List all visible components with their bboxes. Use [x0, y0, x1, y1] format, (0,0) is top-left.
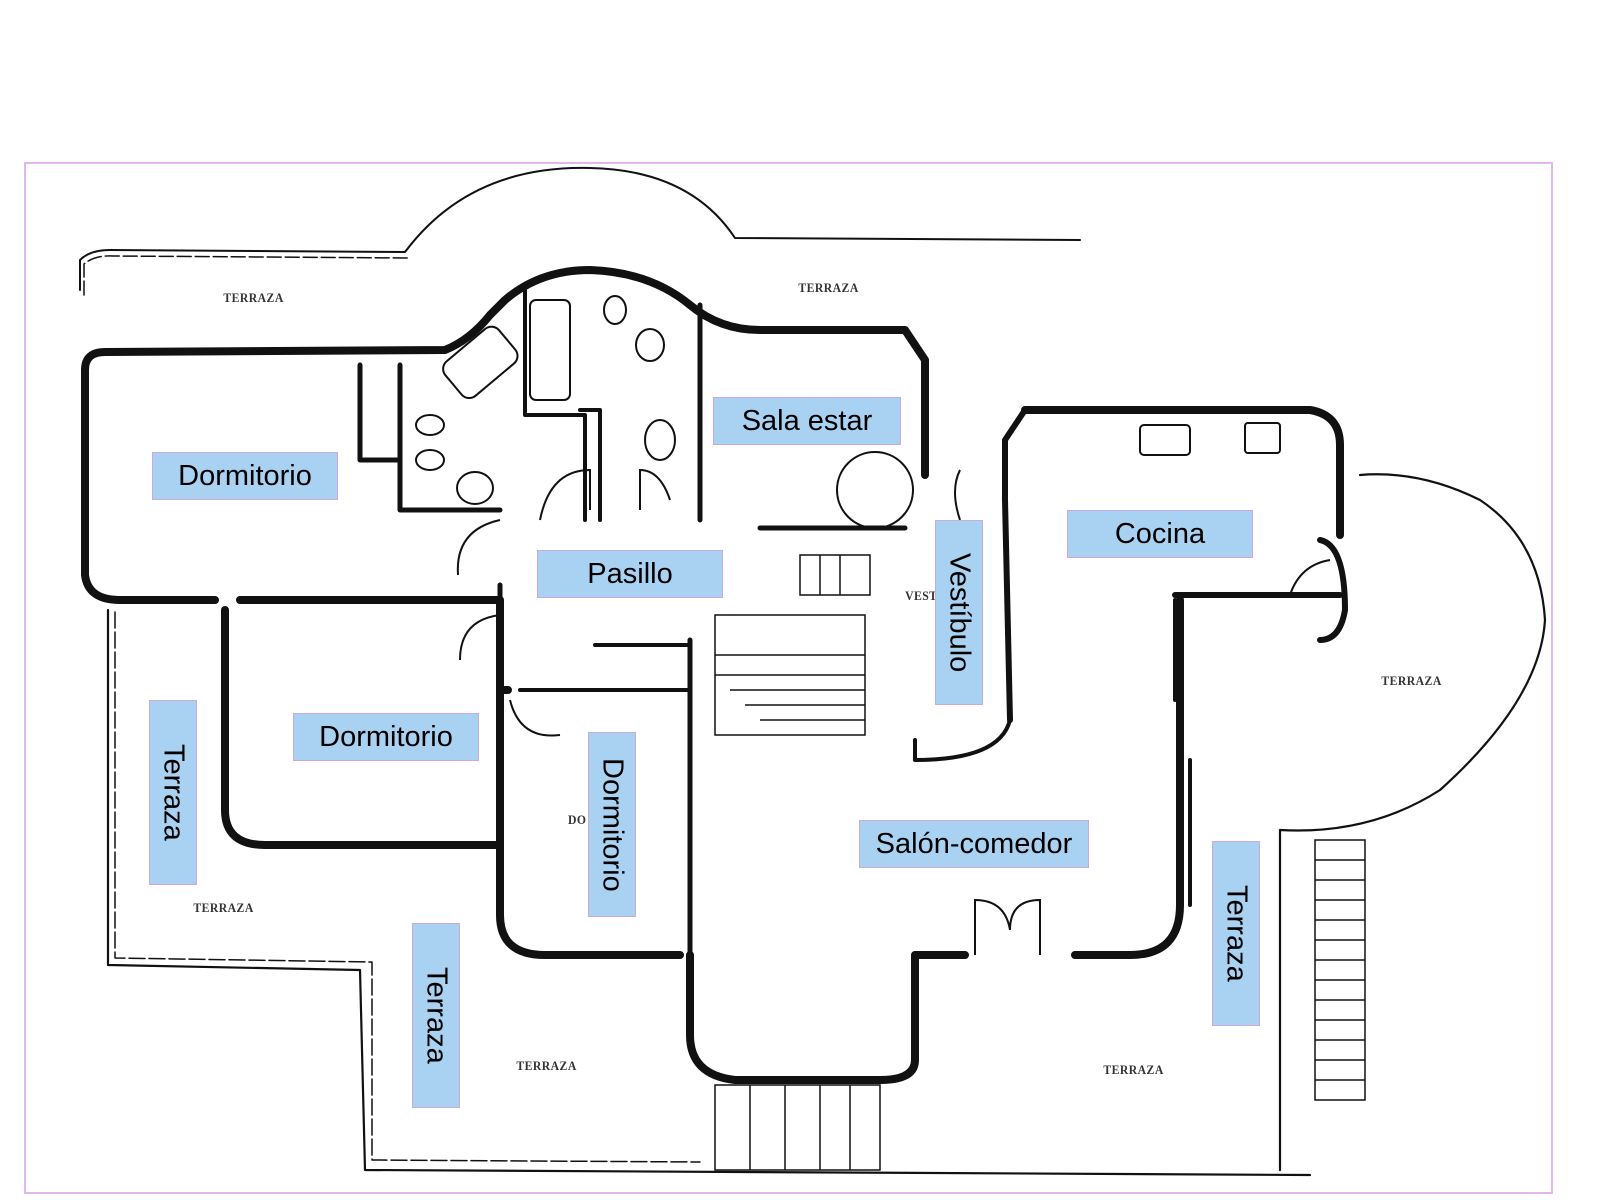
wall-west: [81, 366, 219, 604]
stamp-terraza-sw: TERRAZA: [193, 900, 254, 915]
wall-kitchen-top: [1021, 406, 1344, 539]
room-label-cocina: Cocina: [1067, 510, 1253, 558]
walls: [79, 166, 1547, 1177]
terrace-outline-left: [106, 608, 1312, 1177]
partition-salon-east: [1173, 598, 1192, 907]
door-swings: [456, 451, 1331, 955]
partition-dorm3-top: [518, 643, 692, 692]
room-label-vestibulo: Vestíbulo: [935, 520, 983, 705]
partition-bath: [357, 362, 503, 513]
partition-bath2: [523, 288, 602, 522]
room-label-salon-comedor: Salón-comedor: [859, 820, 1089, 868]
room-label-terraza-right: Terraza: [1212, 841, 1260, 1026]
terrace-outline-right: [1278, 473, 1547, 1172]
wall-kitchen-right-stub: [1317, 537, 1348, 643]
room-label-dormitorio-2: Dormitorio: [293, 713, 479, 761]
fixtures: [415, 295, 1281, 505]
terrace-outline-left-inner: [114, 611, 701, 1163]
room-label-dormitorio-3: Dormitorio: [588, 732, 636, 917]
wall-vestibule-curve: [913, 718, 1012, 762]
wall-east: [1071, 596, 1184, 959]
terrace-outline-top-inner: [83, 255, 409, 296]
stamp-terraza-n: TERRAZA: [798, 280, 859, 295]
wall-dorm3-south: [496, 686, 684, 959]
stamp-terraza-nw: TERRAZA: [223, 290, 284, 305]
frame-border: [24, 162, 1553, 1194]
stamp-terraza-e: TERRAZA: [1381, 673, 1442, 688]
stamp-terraza-s: TERRAZA: [516, 1058, 577, 1073]
room-label-sala-estar: Sala estar: [713, 397, 901, 445]
room-label-dormitorio-1: Dormitorio: [152, 452, 338, 500]
stamp-terraza-se: TERRAZA: [1103, 1062, 1164, 1077]
wall-salon-south: [686, 951, 969, 1084]
terrace-outline-top: [79, 166, 1081, 291]
room-label-pasillo: Pasillo: [537, 550, 723, 598]
room-label-terraza-bottom: Terraza: [412, 923, 460, 1108]
partition-hall: [497, 582, 693, 958]
wall-kitchen-left: [1002, 407, 1028, 723]
stamp-vestibulo: VESTI: [905, 588, 943, 603]
room-label-terraza-left: Terraza: [149, 700, 197, 885]
stairs: [714, 554, 1366, 1171]
wall-north-west: [81, 266, 929, 479]
stamp-dormitorio-small: DO: [568, 812, 587, 827]
